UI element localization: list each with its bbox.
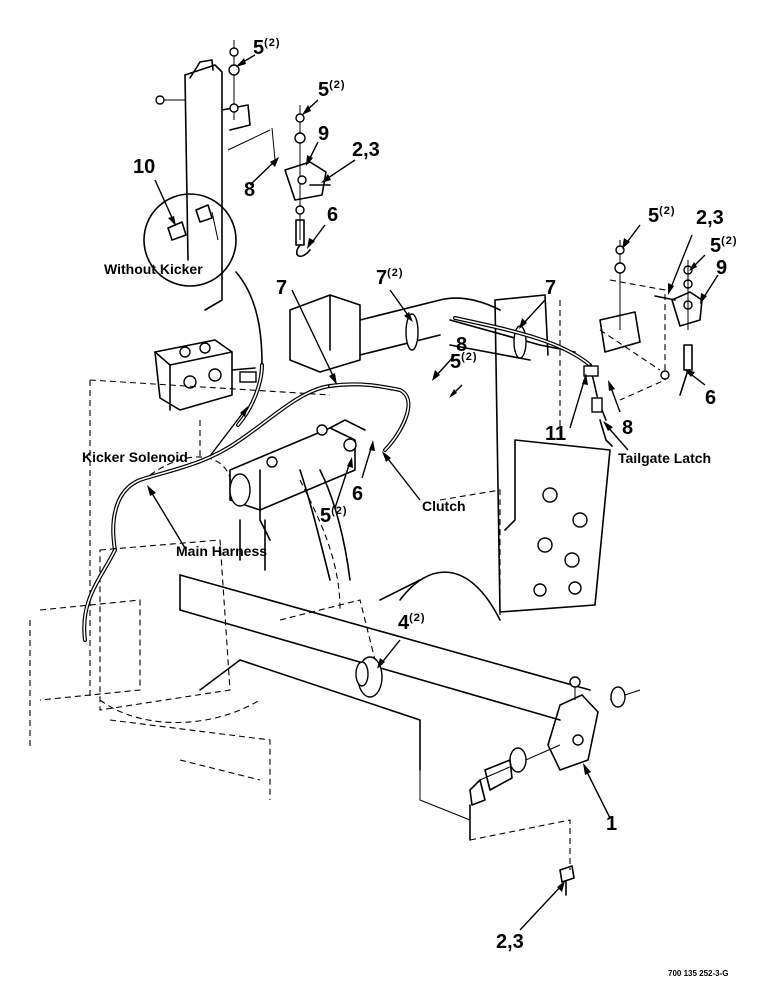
callout-5-right-2: 5(2) bbox=[710, 235, 738, 257]
callout-11: 11 bbox=[545, 423, 567, 445]
label-kicker-solenoid: Kicker Solenoid bbox=[82, 449, 188, 465]
callout-8-mid: 8 bbox=[456, 334, 468, 356]
leader-lines bbox=[147, 54, 719, 931]
bottom-bolt bbox=[559, 865, 575, 896]
upper-tube bbox=[289, 294, 576, 373]
label-without-kicker: Without Kicker bbox=[104, 261, 203, 277]
solenoid-valve-block bbox=[154, 339, 257, 411]
frame bbox=[29, 379, 501, 800]
callout-5-mid: 5(2) bbox=[450, 351, 478, 373]
callout-9-right: 9 bbox=[716, 257, 728, 279]
callout-7-left: 7 bbox=[276, 277, 288, 299]
callout-6-mid: 6 bbox=[352, 483, 364, 505]
upper-left-bracket bbox=[155, 40, 251, 311]
callout-8-top: 8 bbox=[244, 179, 256, 201]
callout-8-lower-right: 8 bbox=[622, 417, 634, 439]
callout-2-3-right: 2,3 bbox=[696, 207, 724, 229]
actuator-cylinder bbox=[229, 419, 366, 581]
bracket-9-right bbox=[599, 240, 703, 396]
callout-7-right: 7 bbox=[545, 277, 557, 299]
callout-6-right: 6 bbox=[705, 387, 717, 409]
bracket-9-upper bbox=[227, 105, 331, 258]
bracket-1 bbox=[419, 676, 641, 870]
callout-10: 10 bbox=[133, 156, 156, 178]
callout-5-lower-mid: 5(2) bbox=[320, 505, 348, 527]
label-tailgate-latch: Tailgate Latch bbox=[618, 450, 712, 466]
lower-shaft bbox=[179, 571, 591, 771]
callout-7-qty: 7(2) bbox=[376, 267, 404, 289]
figure-reference: 700 135 252-3-G bbox=[668, 969, 729, 978]
callout-4: 4(2) bbox=[398, 612, 426, 634]
label-clutch: Clutch bbox=[422, 498, 466, 514]
inset-circle bbox=[143, 193, 263, 366]
callout-2-3-top: 2,3 bbox=[352, 139, 380, 161]
callout-5-right: 5(2) bbox=[648, 205, 676, 227]
callout-6-top: 6 bbox=[327, 204, 339, 226]
callout-5-top: 5(2) bbox=[253, 37, 281, 59]
right-panel bbox=[494, 279, 666, 613]
callout-2-3-bottom: 2,3 bbox=[496, 931, 524, 953]
callout-5-second: 5(2) bbox=[318, 79, 346, 101]
callout-1: 1 bbox=[606, 813, 618, 835]
wiring-harness bbox=[82, 316, 613, 642]
callout-9-top: 9 bbox=[318, 123, 330, 145]
label-main-harness: Main Harness bbox=[176, 543, 268, 559]
